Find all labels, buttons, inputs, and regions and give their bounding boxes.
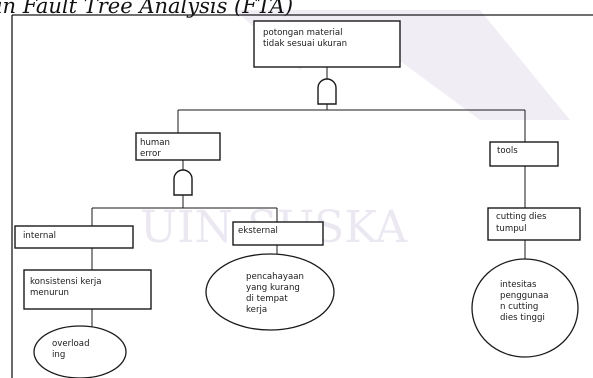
node-human-error-line-1: human <box>140 138 170 148</box>
node-tools-box <box>489 141 559 167</box>
node-intensitas-penggunaan-line-2: penggunaa <box>500 291 549 301</box>
node-overloading-circle <box>33 325 127 378</box>
node-pencahayaan-circle <box>205 253 335 331</box>
node-pencahayaan-line-4: kerja <box>246 305 267 315</box>
node-top-event-box <box>253 20 401 68</box>
node-cutting-dies-tumpul-line-1: cutting dies <box>496 212 547 222</box>
and-gate-human-error-icon <box>173 169 193 196</box>
node-konsistensi-kerja-menurun-line-2: menurun <box>30 288 69 298</box>
node-human-error-line-2: error <box>140 149 161 159</box>
node-pencahayaan-line-1: pencahayaan <box>246 272 304 282</box>
node-intensitas-penggunaan-circle <box>471 258 579 358</box>
node-intensitas-penggunaan: intesitas penggunaa n cutting dies tingg… <box>471 258 579 358</box>
node-cutting-dies-tumpul: cutting dies tumpul <box>487 207 581 241</box>
node-intensitas-penggunaan-line-4: dies tinggi <box>500 313 545 323</box>
node-pencahayaan-line-3: di tempat <box>246 294 288 304</box>
node-cutting-dies-tumpul-line-2: tumpul <box>496 224 526 234</box>
node-human-error-box <box>135 132 221 161</box>
node-top-event-line-1: potongan material <box>263 28 343 38</box>
node-internal-line-1: internal <box>23 231 56 241</box>
node-pencahayaan-line-2: yang kurang <box>246 283 300 293</box>
node-tools: tools <box>489 141 559 167</box>
node-intensitas-penggunaan-line-3: n cutting <box>500 302 538 312</box>
node-overloading-line-2: ing <box>52 350 65 360</box>
node-cutting-dies-tumpul-box <box>487 207 581 241</box>
node-konsistensi-kerja-menurun-line-1: konsistensi kerja <box>30 277 102 287</box>
node-overloading: overload ing <box>33 325 127 378</box>
node-human-error: human error <box>135 132 221 161</box>
node-pencahayaan: pencahayaan yang kurang di tempat kerja <box>205 253 335 331</box>
node-konsistensi-kerja-menurun: konsistensi kerja menurun <box>23 269 152 310</box>
node-intensitas-penggunaan-line-1: intesitas <box>500 280 537 290</box>
page-header: an Fault Tree Analysis (FTA) <box>0 0 293 18</box>
node-top-event: potongan material tidak sesuai ukuran <box>253 20 401 68</box>
node-internal: internal <box>14 225 134 249</box>
and-gate-top-icon <box>317 78 337 105</box>
node-internal-box <box>14 225 134 249</box>
node-konsistensi-kerja-menurun-box <box>23 269 152 310</box>
node-eksternal-box <box>232 221 324 246</box>
node-top-event-line-2: tidak sesuai ukuran <box>263 39 347 49</box>
node-overloading-line-1: overload <box>52 339 90 349</box>
node-eksternal-line-1: eksternal <box>238 226 278 236</box>
node-tools-line-1: tools <box>497 146 518 156</box>
node-eksternal: eksternal <box>232 221 324 246</box>
